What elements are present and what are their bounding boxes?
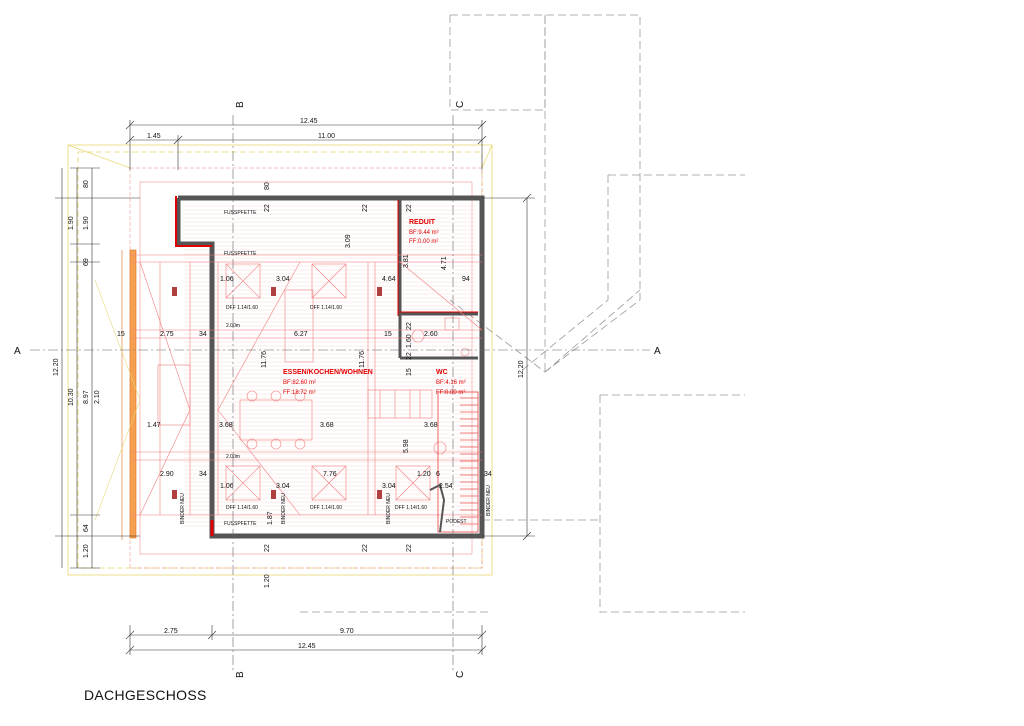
section-a-left: A <box>14 346 21 357</box>
dim-147: 1.47 <box>147 422 161 429</box>
room-essen-name: ESSEN/KOCHEN/WOHNEN <box>283 369 373 376</box>
dim-254: 2.54 <box>439 483 453 490</box>
dim-22f: 22 <box>406 352 413 360</box>
label-dff-5: DFF 1.14/1.60 <box>395 505 427 511</box>
dim-left-1220: 12.20 <box>53 358 60 376</box>
dim-top-total: 12.45 <box>300 118 318 125</box>
label-binder-4: BINDER NEU <box>486 485 492 516</box>
dim-right-471: 4.71 <box>441 256 448 270</box>
label-fusspfette-bottom: FUSSPFETTE <box>224 521 257 527</box>
dim-1176a: 11.76 <box>261 351 268 368</box>
label-fusspfette-mid: FUSSPFETTE <box>224 251 257 257</box>
dim-160: 1.60 <box>406 334 413 348</box>
dim-22g: 22 <box>264 544 271 552</box>
section-a-right: A <box>654 346 661 357</box>
dim-22e: 22 <box>406 322 413 330</box>
dim-304c: 3.04 <box>382 483 396 490</box>
label-dff-4: DFF 1.14/1.60 <box>310 505 342 511</box>
dim-bottom-left: 2.75 <box>164 628 178 635</box>
dim-260: 2.60 <box>424 331 438 338</box>
dim-381: 3.81 <box>403 254 410 268</box>
dim-15a: 15 <box>117 331 125 338</box>
dim-120b: 1.20 <box>417 471 431 478</box>
dim-598: 5.98 <box>403 439 410 453</box>
dim-34c: 34 <box>484 471 492 478</box>
label-200-bottom: 2.00m <box>226 454 240 460</box>
label-200-top: 2.00m <box>226 323 240 329</box>
dim-15b: 15 <box>384 331 392 338</box>
dim-106a: 1.06 <box>220 276 234 283</box>
dim-368c: 3.68 <box>424 422 438 429</box>
dim-776: 7.76 <box>323 471 337 478</box>
dim-80-int: 80 <box>264 182 271 190</box>
dim-left-69: 69 <box>83 258 90 266</box>
label-podest: PODEST <box>446 519 467 525</box>
section-c-bottom: C <box>455 671 466 678</box>
label-binder-2: BINDER NEU <box>281 493 287 524</box>
dim-6: 6 <box>436 471 440 478</box>
room-wc-bf: BF:4.16 m² <box>436 380 466 386</box>
dim-bottom-right: 9.70 <box>340 628 354 635</box>
dim-left-190a: 1.90 <box>68 216 75 230</box>
dim-22h: 22 <box>362 544 369 552</box>
dim-22c: 22 <box>406 204 413 212</box>
dim-left-80: 80 <box>83 180 90 188</box>
section-c-top: C <box>455 101 466 108</box>
dim-120c: 1.20 <box>264 574 271 588</box>
dim-left-897: 8.97 <box>83 390 90 404</box>
section-b-top: B <box>235 101 246 108</box>
dim-22a: 22 <box>264 204 271 212</box>
room-reduit-ff: FF:0.00 m² <box>409 239 438 245</box>
dim-22b: 22 <box>362 204 369 212</box>
dim-464: 4.64 <box>382 276 396 283</box>
dim-106b: 1.06 <box>220 483 234 490</box>
dim-368a: 3.68 <box>219 422 233 429</box>
section-lines <box>30 115 650 670</box>
interior-lines <box>130 254 483 516</box>
label-binder-3: BINDER NEU <box>386 493 392 524</box>
label-dff-1: DFF 1.14/1.60 <box>226 305 258 311</box>
label-dff-3: DFF 1.14/1.60 <box>226 505 258 511</box>
dim-368b: 3.68 <box>320 422 334 429</box>
label-binder-1: BINDER NEU <box>180 493 186 524</box>
dim-left-210: 2.10 <box>94 390 101 404</box>
dim-top-right: 11.00 <box>318 133 335 140</box>
dim-left-1030: 10.30 <box>68 388 75 406</box>
dim-22i: 22 <box>406 544 413 552</box>
section-b-bottom: B <box>235 671 246 678</box>
dim-right-1220: 12.20 <box>518 360 525 378</box>
dim-304a: 3.04 <box>276 276 290 283</box>
room-wc-name: WC <box>436 369 448 376</box>
dim-15c: 15 <box>406 368 413 376</box>
dim-left-120: 1.20 <box>83 544 90 558</box>
dim-627: 6.27 <box>294 331 308 338</box>
dim-290: 2.90 <box>160 471 174 478</box>
dim-34a: 34 <box>199 331 207 338</box>
dim-304b: 3.04 <box>276 483 290 490</box>
room-essen-bf: BF:82.60 m² <box>283 380 316 386</box>
dim-309: 3.09 <box>345 234 352 248</box>
dim-top-left: 1.45 <box>147 133 161 140</box>
room-essen-ff: FF:18.72 m² <box>283 390 316 396</box>
neighbour-roof-lines <box>300 14 745 613</box>
dim-left-64: 64 <box>83 524 90 532</box>
label-fusspfette-top: FUSSPFETTE <box>224 210 257 216</box>
dim-34b: 34 <box>199 471 207 478</box>
posts <box>172 287 382 499</box>
dimension-lines <box>55 120 535 655</box>
label-dff-2: DFF 1.14/1.60 <box>310 305 342 311</box>
dim-275: 2.75 <box>160 331 174 338</box>
dim-bottom-total: 12.45 <box>298 643 316 650</box>
room-wc-ff: FF:0.00 m² <box>436 390 465 396</box>
staircase <box>429 391 479 533</box>
dim-94: 94 <box>462 276 470 283</box>
room-reduit-name: REDUIT <box>409 219 436 226</box>
left-gable <box>94 249 141 540</box>
dim-187: 1.87 <box>267 511 274 525</box>
room-reduit-bf: BF:9.44 m² <box>409 230 439 236</box>
drawing-title: DACHGESCHOSS <box>84 687 207 703</box>
dim-1176b: 11.76 <box>359 351 366 368</box>
dim-left-190b: 1.90 <box>83 216 90 230</box>
